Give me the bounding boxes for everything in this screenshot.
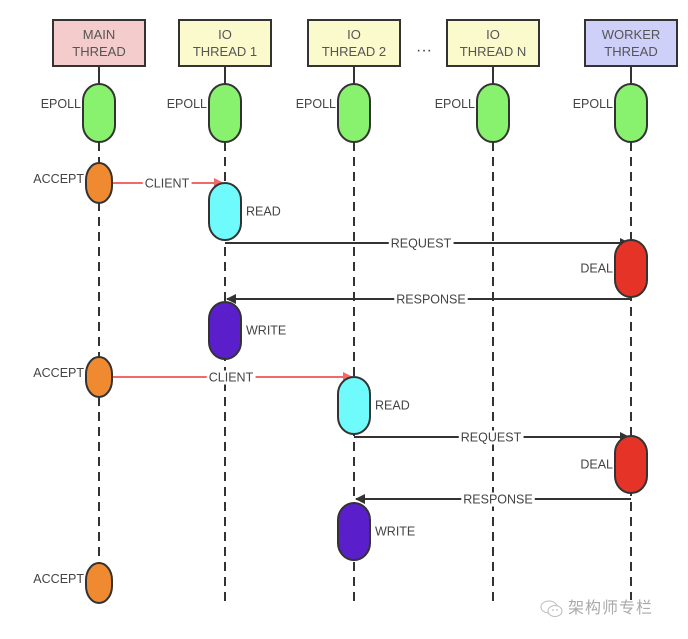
thread-title-line2: THREAD N	[460, 44, 526, 59]
thread-header-io2: IO THREAD 2	[307, 19, 401, 67]
thread-title-line2: THREAD 2	[322, 44, 386, 59]
activation-accept: ACCEPT	[33, 562, 113, 604]
activation-label: DEAL	[580, 458, 613, 472]
thread-box	[446, 19, 540, 67]
message-label: REQUEST	[391, 237, 452, 251]
thread-header-main: MAIN THREAD	[52, 19, 146, 67]
message-label-bg	[458, 430, 524, 445]
thread-title-line1: IO	[347, 27, 361, 42]
message-label: RESPONSE	[396, 293, 465, 307]
thread-box	[307, 19, 401, 67]
thread-box	[52, 19, 146, 67]
thread-title-line1: IO	[486, 27, 500, 42]
activation-write: WRITE	[337, 502, 415, 561]
thread-header-io1: IO THREAD 1	[178, 19, 272, 67]
message-label-bg	[388, 236, 454, 251]
wechat-icon	[540, 600, 563, 617]
message-request: REQUEST	[225, 236, 630, 251]
thread-box	[584, 19, 678, 67]
activation-label: READ	[375, 399, 410, 413]
activation-epoll: EPOLL	[167, 83, 242, 143]
message-label-bg	[206, 370, 256, 385]
thread-box	[178, 19, 272, 67]
message-label-bg	[142, 176, 192, 191]
activation-bar	[337, 83, 371, 143]
activation-label: ACCEPT	[33, 572, 84, 586]
activation-label: EPOLL	[435, 97, 475, 111]
activation-write: WRITE	[208, 301, 286, 360]
activation-bar	[614, 239, 648, 298]
message-label: CLIENT	[145, 177, 190, 191]
thread-title-line1: IO	[218, 27, 232, 42]
activation-label: WRITE	[375, 525, 415, 539]
activation-bar	[337, 376, 371, 435]
activation-read: READ	[208, 182, 281, 241]
activation-label: WRITE	[246, 324, 286, 338]
message-response: RESPONSE	[226, 292, 631, 307]
activation-label: EPOLL	[167, 97, 207, 111]
activation-bar	[85, 356, 113, 398]
message-label: REQUEST	[461, 431, 522, 445]
activation-bar	[337, 502, 371, 561]
activation-bar	[208, 301, 242, 360]
activation-label: DEAL	[580, 262, 613, 276]
activation-label: EPOLL	[41, 97, 81, 111]
ellipsis-text: ···	[416, 42, 432, 59]
activation-label: EPOLL	[573, 97, 613, 111]
thread-header-ion: IO THREAD N	[446, 19, 540, 67]
activation-label: ACCEPT	[33, 366, 84, 380]
activation-epoll: EPOLL	[573, 83, 648, 143]
thread-title-line2: THREAD 1	[193, 44, 257, 59]
message-label: CLIENT	[209, 371, 254, 385]
message-client: CLIENT	[113, 370, 353, 385]
activation-accept: ACCEPT	[33, 162, 113, 204]
activation-label: EPOLL	[296, 97, 336, 111]
thread-title-line2: THREAD	[72, 44, 125, 59]
watermark-text: 架构师专栏	[568, 598, 654, 617]
activation-label: ACCEPT	[33, 172, 84, 186]
activation-label: READ	[246, 205, 281, 219]
watermark: 架构师专栏	[540, 594, 653, 618]
activation-bar	[614, 83, 648, 143]
activation-epoll: EPOLL	[41, 83, 116, 143]
activation-read: READ	[337, 376, 410, 435]
thread-title-line2: THREAD	[604, 44, 657, 59]
activation-deal: DEAL	[580, 239, 648, 298]
message-client: CLIENT	[113, 176, 224, 191]
activation-bar	[614, 435, 648, 494]
activation-bar	[82, 83, 116, 143]
thread-title-line1: WORKER	[602, 27, 661, 42]
message-response: RESPONSE	[355, 492, 631, 507]
activation-bar	[208, 182, 242, 241]
message-label-bg	[394, 292, 468, 307]
activation-bar	[85, 562, 113, 604]
thread-title-line1: MAIN	[83, 27, 116, 42]
activation-deal: DEAL	[580, 435, 648, 494]
thread-header-worker: WORKER THREAD	[584, 19, 678, 67]
activation-epoll: EPOLL	[435, 83, 510, 143]
activation-bar	[208, 83, 242, 143]
activation-accept: ACCEPT	[33, 356, 113, 398]
message-label-bg	[461, 492, 535, 507]
message-label: RESPONSE	[463, 493, 532, 507]
message-request: REQUEST	[354, 430, 630, 445]
activation-epoll: EPOLL	[296, 83, 371, 143]
activation-bar	[85, 162, 113, 204]
activation-bar	[476, 83, 510, 143]
